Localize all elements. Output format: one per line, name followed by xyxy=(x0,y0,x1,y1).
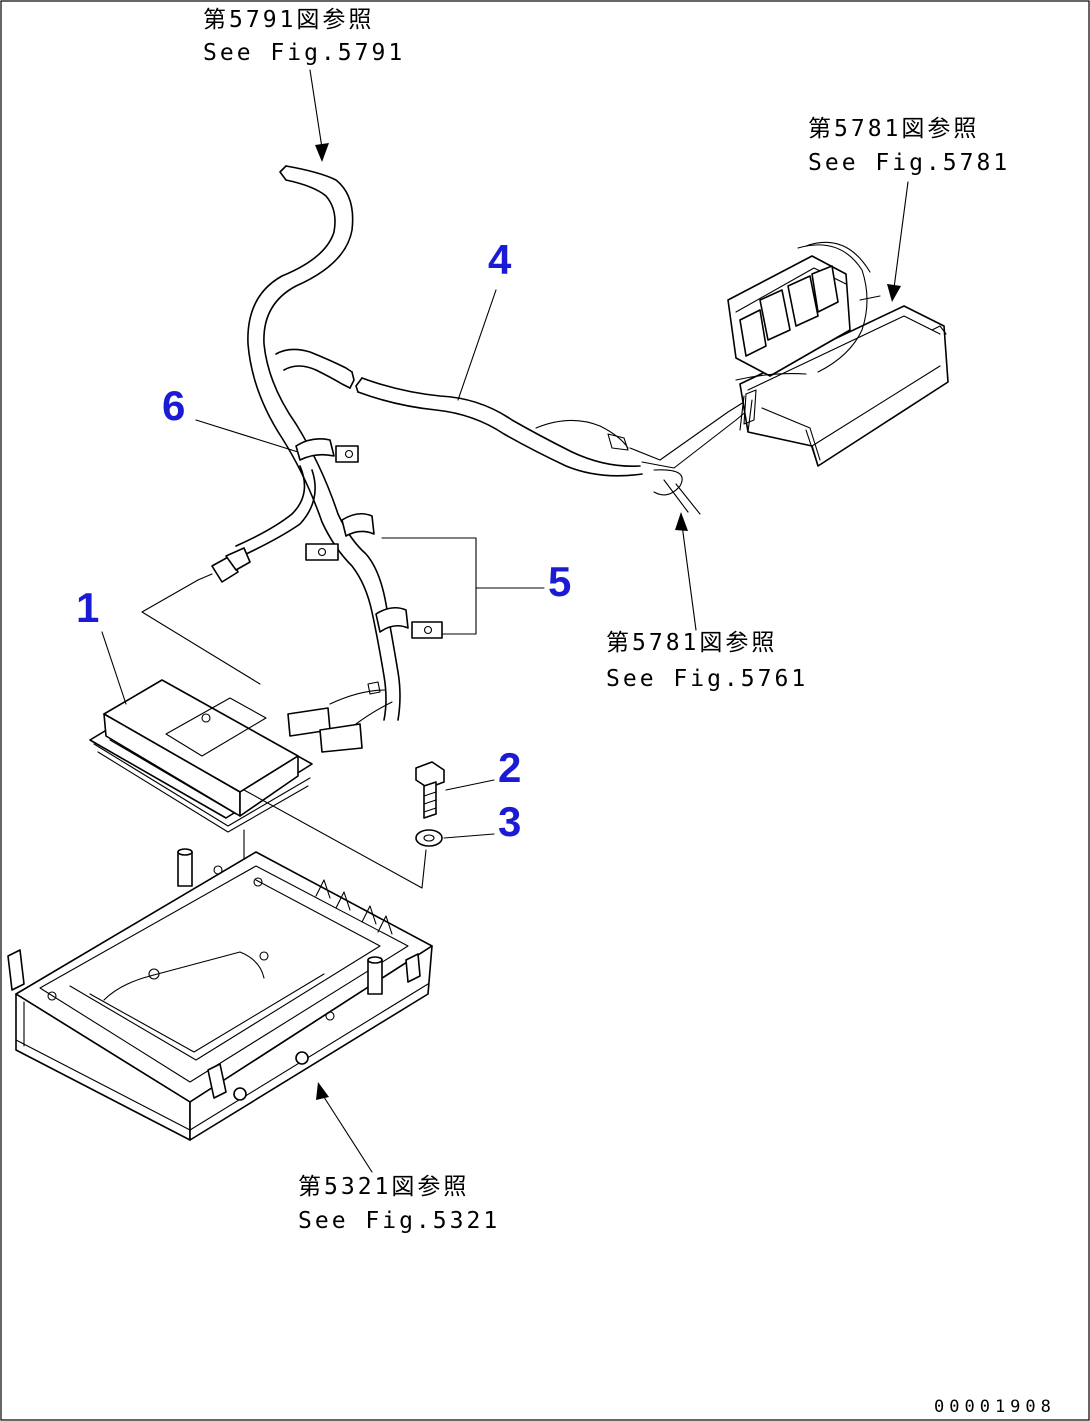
reference-fig-5761-jp: 第5781図参照 xyxy=(606,630,777,656)
clamp-5-upper xyxy=(305,512,375,561)
fuse-box-assembly xyxy=(727,241,949,467)
harness-connectors-lower xyxy=(287,681,393,753)
callout-1-label: 1 xyxy=(76,584,99,631)
reference-fig-5781-top: 第5781図参照 See Fig.5781 xyxy=(808,116,1010,302)
callout-1: 1 xyxy=(76,584,127,705)
bolt-2 xyxy=(415,761,445,819)
reference-fig-5761-en: See Fig.5761 xyxy=(606,666,808,692)
reference-fig-5791-en: See Fig.5791 xyxy=(203,40,405,66)
callout-5: 5 xyxy=(381,537,571,635)
reference-fig-5791-jp: 第5791図参照 xyxy=(203,7,374,33)
controller-unit-1 xyxy=(89,679,313,833)
reference-fig-5781-top-en: See Fig.5781 xyxy=(808,150,1010,176)
main-wiring-harness xyxy=(197,165,401,721)
callout-3-label: 3 xyxy=(498,798,521,845)
document-number: 00001908 xyxy=(934,1397,1056,1417)
wiring-harness-4 xyxy=(355,377,749,515)
reference-fig-5321-en: See Fig.5321 xyxy=(298,1208,500,1234)
callout-2-label: 2 xyxy=(498,744,521,791)
reference-fig-5321: 第5321図参照 See Fig.5321 xyxy=(298,1082,500,1234)
callout-4: 4 xyxy=(457,236,512,401)
washer-3 xyxy=(415,829,443,847)
callout-6: 6 xyxy=(162,382,299,453)
callout-4-label: 4 xyxy=(488,236,512,283)
callout-3: 3 xyxy=(443,798,521,845)
reference-fig-5321-jp: 第5321図参照 xyxy=(298,1174,469,1200)
reference-fig-5761: 第5781図参照 See Fig.5761 xyxy=(606,512,808,692)
callout-2: 2 xyxy=(445,744,521,791)
clamp-6 xyxy=(295,438,359,463)
reference-fig-5791: 第5791図参照 See Fig.5791 xyxy=(203,7,405,162)
clamp-5-lower xyxy=(375,606,443,639)
callout-5-label: 5 xyxy=(548,558,571,605)
mounting-bracket xyxy=(7,848,433,1141)
reference-fig-5781-top-jp: 第5781図参照 xyxy=(808,116,979,142)
callout-6-label: 6 xyxy=(162,382,185,429)
